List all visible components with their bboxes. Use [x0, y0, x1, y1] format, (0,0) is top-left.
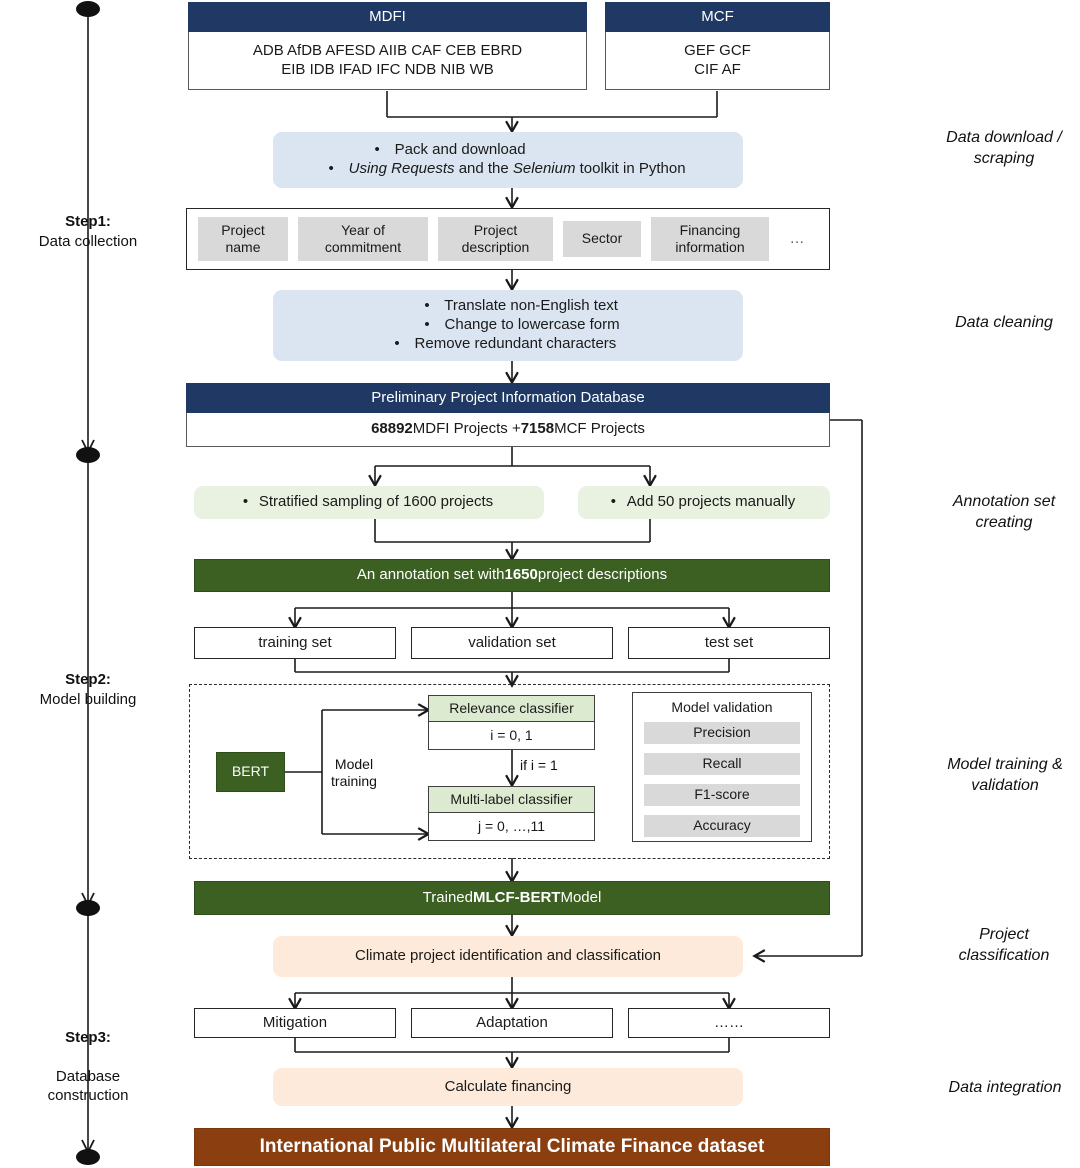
step-label-2: Step2: Model building: [6, 670, 170, 709]
preliminary-db-mcf-label: MCF Projects: [554, 420, 645, 438]
stratified-sampling-label: Stratified sampling of 1600 projects: [258, 493, 494, 511]
download-bullet-1: Pack and download: [394, 141, 526, 159]
fields-chip-row: Project name Year of commitment Project …: [186, 208, 830, 270]
step3-title: Step3:: [65, 1028, 111, 1046]
annotation-set-post: project descriptions: [537, 566, 668, 584]
annotation-data-download: Data download / scraping: [946, 129, 1062, 167]
step2-subtitle: Model building: [39, 690, 137, 708]
download-box: Pack and download Using Requests and the…: [273, 132, 743, 188]
field-chip-financing-information: Financing information: [651, 217, 769, 261]
cleaning-bullet-2: Change to lowercase form: [444, 316, 620, 334]
download-bullet-2-requests: Using Requests: [348, 160, 455, 177]
mcf-header: MCF: [605, 2, 830, 32]
mcf-members-line1: GEF GCF: [684, 41, 751, 59]
preliminary-db-mdfi-label: MDFI Projects +: [412, 420, 521, 438]
field-chip-ellipsis: …: [789, 229, 805, 247]
annotation-model-training: Model training & validation: [947, 756, 1063, 794]
multilabel-classifier-body: j = 0, …,11: [428, 813, 595, 841]
mcf-members-line2: CIF AF: [694, 60, 741, 78]
model-validation-title: Model validation: [671, 699, 773, 716]
metric-precision: Precision: [644, 722, 800, 744]
step-label-1: Step1: Data collection: [6, 212, 170, 251]
category-adaptation: Adaptation: [411, 1008, 613, 1038]
field-chip-project-name: Project name: [198, 217, 288, 261]
metric-f1-score: F1-score: [644, 784, 800, 806]
manual-add-label: Add 50 projects manually: [626, 493, 796, 511]
multilabel-classifier-head: Multi-label classifier: [428, 786, 595, 813]
annotation-set-pre: An annotation set with: [356, 566, 505, 584]
step3-subtitle: Database construction: [47, 1067, 129, 1105]
cleaning-bullet-3: Remove redundant characters: [414, 334, 617, 352]
timeline-dots: [76, 1, 100, 1165]
download-bullets: Pack and download Using Requests and the…: [330, 141, 686, 179]
category-more: ……: [628, 1008, 830, 1038]
model-building-group: [189, 684, 830, 859]
mcf-members: GEF GCF CIF AF: [605, 32, 830, 90]
mdfi-header: MDFI: [188, 2, 587, 32]
annotation-data-cleaning: Data cleaning: [955, 314, 1053, 331]
classification-box: Climate project identification and class…: [273, 936, 743, 977]
download-bullet-2-post: toolkit in Python: [575, 160, 686, 177]
annotation-set-count: 1650: [504, 566, 538, 584]
metric-accuracy: Accuracy: [644, 815, 800, 837]
final-dataset-box: International Public Multilateral Climat…: [194, 1128, 830, 1166]
preliminary-db-counts: 68892 MDFI Projects + 7158 MCF Projects: [186, 413, 830, 447]
step2-title: Step2:: [65, 671, 111, 688]
preliminary-db-mdfi-count: 68892: [371, 420, 413, 438]
step1-subtitle: Data collection: [38, 232, 138, 250]
download-bullet-2-mid: and the: [454, 160, 513, 177]
validation-set-box: validation set: [411, 627, 613, 659]
mdfi-members: ADB AfDB AFESD AIIB CAF CEB EBRD EIB IDB…: [188, 32, 587, 90]
annotation-project-classification: Project classification: [958, 926, 1050, 964]
training-set-box: training set: [194, 627, 396, 659]
step-label-3: Step3: Database construction: [6, 1008, 170, 1106]
trained-model-pre: Trained: [422, 888, 473, 906]
trained-model-post: Model: [560, 888, 602, 906]
annotation-set-box: An annotation set with 1650 project desc…: [194, 559, 830, 592]
bert-box: BERT: [216, 752, 285, 792]
relevance-classifier-head: Relevance classifier: [428, 695, 595, 722]
metric-recall: Recall: [644, 753, 800, 775]
preliminary-db-mcf-count: 7158: [520, 420, 555, 438]
step1-title: Step1:: [65, 213, 111, 230]
manual-add-bullet: Add 50 projects manually: [613, 493, 795, 512]
mdfi-members-line2: EIB IDB IFAD IFC NDB NIB WB: [281, 60, 494, 78]
calculate-financing-box: Calculate financing: [273, 1068, 743, 1106]
annotation-annotation-set: Annotation set creating: [952, 493, 1056, 531]
cleaning-bullets: Translate non-English text Change to low…: [396, 297, 620, 353]
cleaning-box: Translate non-English text Change to low…: [273, 290, 743, 361]
field-chip-project-description: Project description: [438, 217, 553, 261]
model-training-label: Model training: [331, 756, 377, 789]
preliminary-db-header: Preliminary Project Information Database: [186, 383, 830, 413]
stratified-sampling-box: Stratified sampling of 1600 projects: [194, 486, 544, 519]
category-mitigation: Mitigation: [194, 1008, 396, 1038]
cleaning-bullet-1: Translate non-English text: [444, 297, 618, 315]
annotation-data-integration: Data integration: [948, 1079, 1062, 1096]
field-chip-year-of-commitment: Year of commitment: [298, 217, 428, 261]
test-set-box: test set: [628, 627, 830, 659]
stratified-sampling-bullet: Stratified sampling of 1600 projects: [245, 493, 493, 512]
mdfi-members-line1: ADB AfDB AFESD AIIB CAF CEB EBRD: [252, 41, 523, 59]
trained-model-name: MLCF-BERT: [472, 888, 561, 906]
condition-if-i-equals-1: if i = 1: [520, 757, 558, 773]
field-chip-sector: Sector: [563, 221, 641, 257]
trained-model-box: Trained MLCF-BERT Model: [194, 881, 830, 915]
relevance-classifier-body: i = 0, 1: [428, 722, 595, 750]
download-bullet-2-selenium: Selenium: [512, 160, 576, 177]
manual-add-box: Add 50 projects manually: [578, 486, 830, 519]
